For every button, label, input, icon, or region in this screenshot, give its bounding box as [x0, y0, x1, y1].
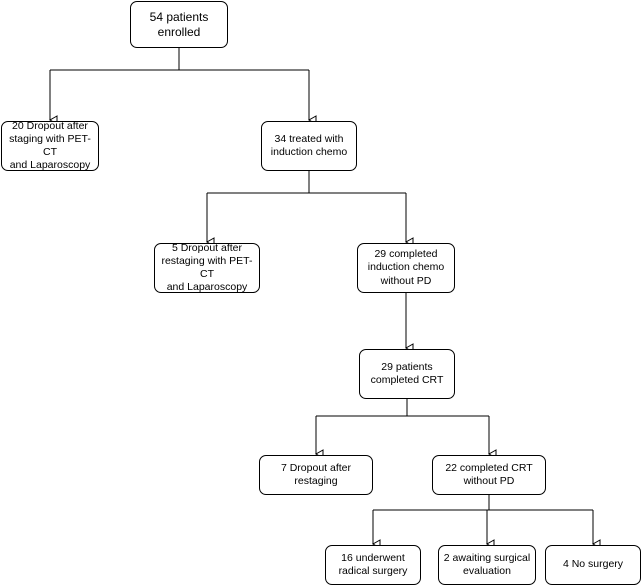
connector-trunk-induction: [207, 171, 406, 194]
node-no-surgery: 4 No surgery: [545, 545, 641, 585]
connector-trunk-crt_without_pd: [373, 495, 593, 511]
connector-trunk-completed_crt: [316, 399, 489, 417]
node-completed-crt: 29 patients completed CRT: [359, 349, 455, 399]
node-crt-without-pd: 22 completed CRT without PD: [432, 455, 546, 495]
node-completed-induction: 29 completed induction chemo without PD: [357, 243, 455, 293]
node-dropout-staging: 20 Dropout after staging with PET-CT and…: [1, 120, 99, 171]
node-induction-chemo: 34 treated with induction chemo: [261, 121, 357, 171]
node-enrolled: 54 patients enrolled: [130, 1, 228, 48]
node-dropout-restaging: 5 Dropout after restaging with PET-CT an…: [154, 242, 260, 293]
node-radical-surgery: 16 underwent radical surgery: [325, 545, 421, 585]
connector-trunk-enrolled: [50, 48, 309, 71]
node-dropout-after-restaging: 7 Dropout after restaging: [259, 455, 373, 495]
node-awaiting-evaluation: 2 awaiting surgical evaluation: [438, 545, 536, 585]
